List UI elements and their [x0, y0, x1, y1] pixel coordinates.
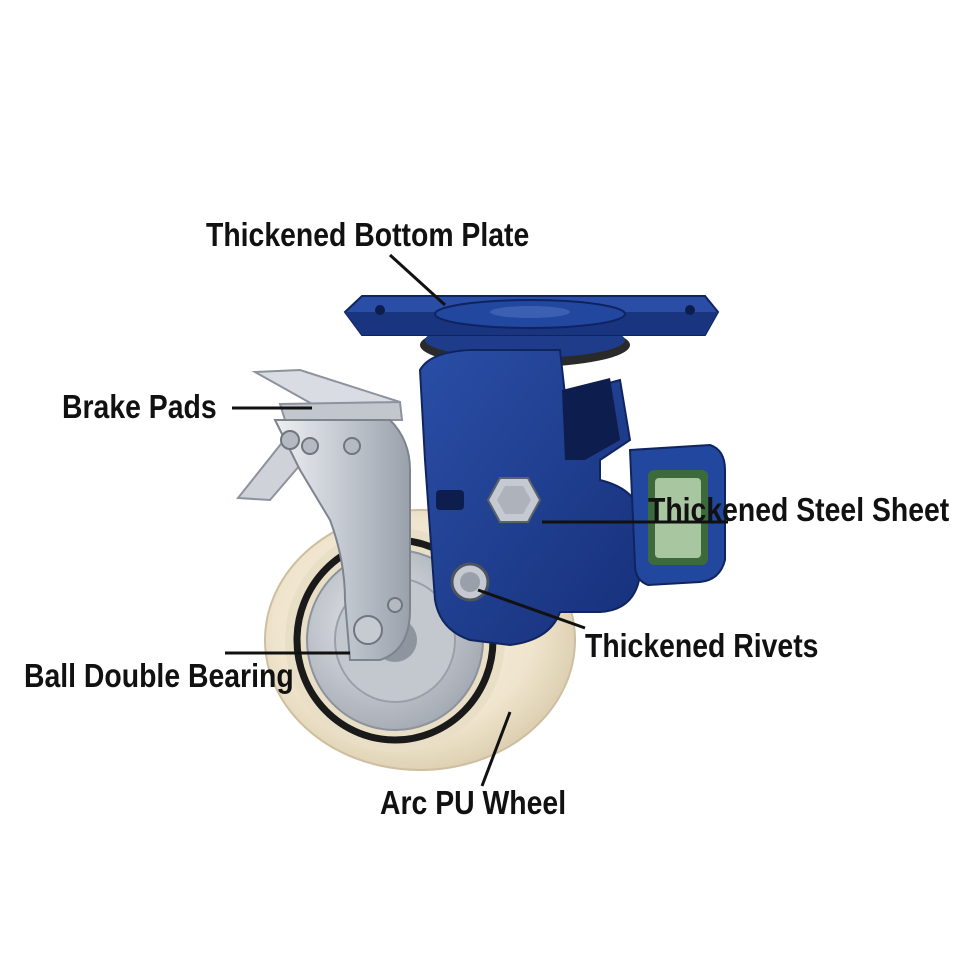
label-thickened-bottom-plate: Thickened Bottom Plate	[206, 216, 530, 253]
label-thickened-steel-sheet: Thickened Steel Sheet	[648, 491, 950, 528]
blue-frame	[418, 322, 726, 647]
leader-rivets	[477, 588, 586, 630]
bottom-plate	[343, 295, 720, 336]
label-thickened-rivets: Thickened Rivets	[585, 627, 819, 664]
label-brake-pads: Brake Pads	[62, 388, 217, 425]
leader-lines	[225, 253, 728, 787]
label-ball-double-bearing: Ball Double Bearing	[24, 657, 294, 694]
label-arc-pu-wheel: Arc PU Wheel	[380, 784, 567, 821]
leader-bottom-plate	[388, 253, 447, 307]
brake-assembly	[236, 368, 411, 661]
leader-wheel	[480, 711, 512, 787]
